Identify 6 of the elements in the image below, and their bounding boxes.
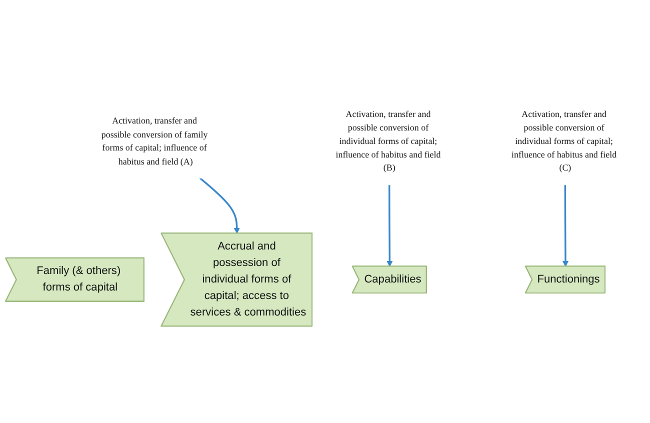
- arrow: [562, 184, 569, 267]
- arrow: [386, 184, 393, 267]
- node-text: Activation, transfer and possible conversion of individual forms of capital; influence of habitus and field (B): [336, 108, 441, 173]
- arrow: [199, 177, 240, 234]
- node-text: Activation, transfer and possible conversion of individual forms of capital; influence of habitus and field (C): [512, 108, 617, 173]
- node-text: Activation, transfer and possible conversion of family forms of capital; influence of habitus and field (A): [101, 115, 208, 166]
